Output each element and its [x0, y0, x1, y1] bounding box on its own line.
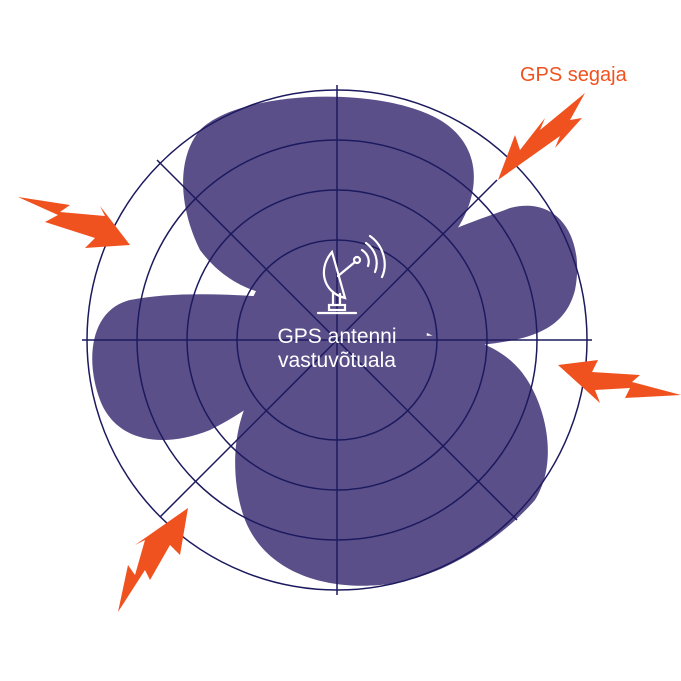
lightning-arrow-icon — [558, 360, 681, 403]
polar-grid — [82, 85, 592, 595]
lightning-arrow-icon — [498, 93, 585, 180]
satellite-dish-icon — [316, 234, 386, 315]
jammer-arrows — [18, 93, 681, 612]
lobe-top — [183, 96, 474, 300]
lightning-arrow-icon — [118, 508, 188, 612]
lightning-arrow-icon — [18, 197, 130, 248]
receiver-label-line1: GPS antenni — [277, 325, 397, 348]
receiver-label-line2: vastuvõtuala — [278, 349, 396, 372]
receiver-area-label: GPS antenni vastuvõtuala — [237, 325, 437, 373]
jammer-label: GPS segaja — [520, 64, 627, 86]
